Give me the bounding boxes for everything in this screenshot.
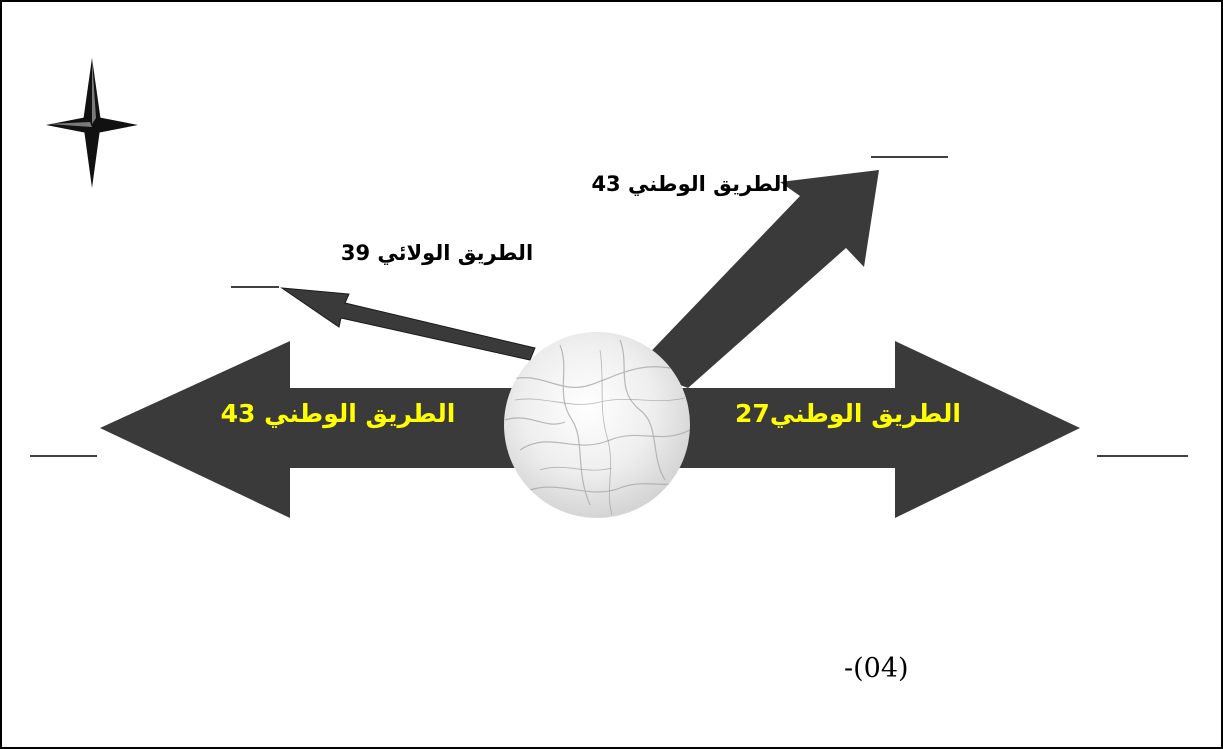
northeast-road-label: الطريق الوطني 43	[591, 172, 788, 196]
northwest-road-arrow	[282, 288, 535, 360]
junction-hub	[504, 332, 690, 518]
east-road-label: الطريق الوطني27	[735, 399, 961, 429]
northwest-road-label: الطريق الولائي 39	[341, 241, 533, 265]
west-road-label: الطريق الوطني 43	[221, 399, 456, 429]
figure-number: -(04)	[844, 653, 909, 684]
northeast-road-arrow	[635, 170, 879, 388]
north-star-icon	[46, 58, 138, 188]
